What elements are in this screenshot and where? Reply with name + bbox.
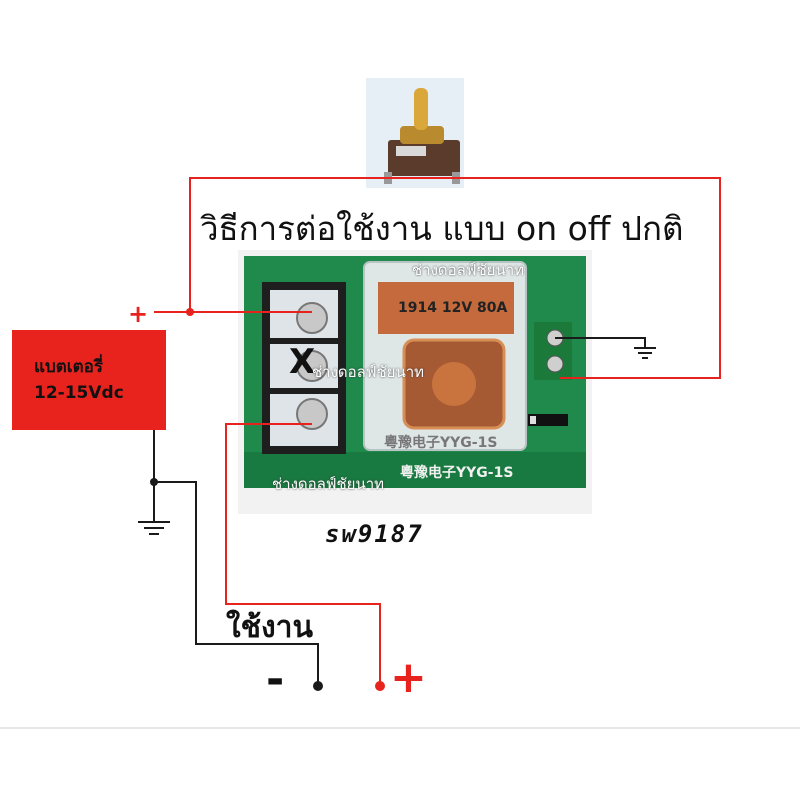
battery-voltage: 12-15Vdc: [34, 383, 124, 403]
negative-wires: [153, 337, 646, 684]
output-negative-terminal: [313, 681, 323, 691]
product-code: sw9187: [325, 520, 424, 548]
battery-label: แบตเตอรี่: [34, 357, 103, 377]
toggle-switch-image: [366, 78, 464, 188]
relay-model-label-mirrored: 粵豫电子YYG-1S: [384, 435, 498, 451]
watermark: ช่างดอลฟ์ชัยนาท: [312, 363, 425, 381]
positive-wires: [154, 177, 721, 684]
unused-terminal-mark: X: [289, 342, 316, 382]
junction-dot-negative: [150, 478, 158, 486]
battery-block: แบตเตอรี่ 12-15Vdc: [12, 330, 166, 430]
output-positive-symbol: +: [390, 652, 427, 703]
load-label: ใช้งาน: [226, 610, 314, 645]
watermark: ช่างดอลฟ์ชัยนาท: [412, 261, 525, 279]
relay-rating-label: 1914 12V 80A: [398, 300, 508, 316]
output-positive-terminal: [375, 681, 385, 691]
board-model-label: 粵豫电子YYG-1S: [400, 465, 514, 481]
ground-icon: [634, 347, 656, 359]
junction-dot-positive: [186, 308, 194, 316]
watermark: ช่างดอลฟ์ชัยนาท: [272, 475, 385, 493]
relay-board-image: [238, 250, 592, 514]
output-negative-symbol: -: [266, 654, 285, 705]
ground-icon: [138, 521, 170, 535]
page-title: วิธีการต่อใช้งาน แบบ on off ปกติ: [200, 209, 684, 248]
battery-positive-symbol: +: [128, 300, 149, 328]
